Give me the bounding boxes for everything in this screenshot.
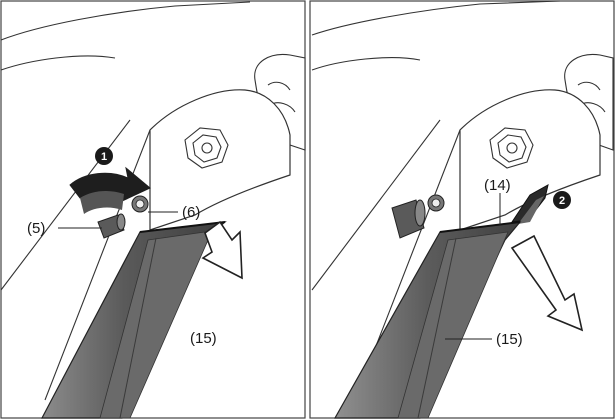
round-clip-icon	[131, 195, 149, 213]
label-part-5: (5)	[27, 220, 45, 237]
label-part-15-right: (15)	[496, 331, 523, 348]
removed-plug-cap-icon	[391, 199, 426, 239]
label-part-6: (6)	[182, 204, 200, 221]
step-badge-2: 2	[559, 195, 565, 207]
left-leader-lines	[58, 211, 178, 229]
left-panel: 1 (5) (6) (15)	[0, 0, 306, 419]
right-panel: 2 (14) (15)	[309, 0, 615, 419]
label-part-15-left: (15)	[190, 330, 217, 347]
left-tube	[41, 221, 227, 419]
left-hex-bolt	[184, 127, 229, 169]
right-leader-lines	[445, 193, 501, 340]
open-arrow-icon	[510, 234, 584, 332]
curved-arrow-shadow	[80, 190, 124, 214]
label-part-14: (14)	[484, 177, 511, 194]
step-badge-icon: 1	[95, 147, 113, 165]
clip-icon	[510, 184, 549, 224]
step-badge-icon: 2	[553, 191, 571, 209]
removed-round-clip-icon	[427, 194, 445, 212]
plug-cap-icon	[97, 213, 126, 239]
open-arrow-icon	[201, 220, 243, 280]
right-tube	[333, 221, 522, 419]
step-badge-1: 1	[101, 151, 107, 163]
right-bracket	[459, 89, 601, 231]
left-bracket	[149, 89, 291, 231]
right-hex-bolt	[489, 127, 534, 169]
